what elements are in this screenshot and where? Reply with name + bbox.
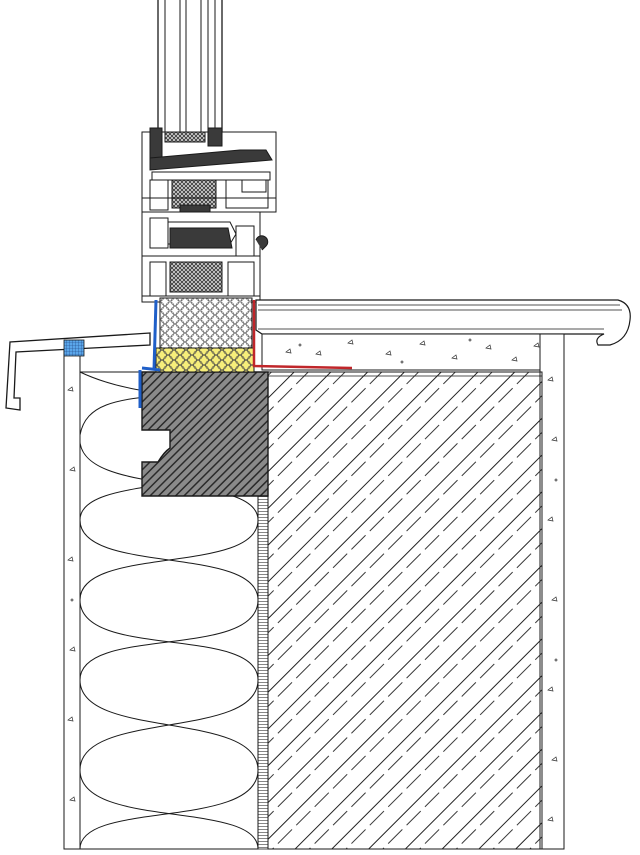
masonry-wall <box>267 371 543 850</box>
vapour-barrier-interior <box>252 300 353 370</box>
plaster-speckles <box>67 338 558 822</box>
bearing-block <box>141 371 269 497</box>
window-sash-profile <box>141 127 277 216</box>
window-frame-profile <box>141 211 269 303</box>
window-glazing <box>157 0 223 132</box>
air-seal-membrane-exterior <box>138 299 161 408</box>
sill-insulation-block <box>63 339 85 357</box>
exterior-plaster <box>63 349 81 850</box>
yellow-sealing-foam <box>155 347 255 373</box>
fixing-board <box>257 489 269 850</box>
insulation-foam-infill <box>159 297 253 349</box>
